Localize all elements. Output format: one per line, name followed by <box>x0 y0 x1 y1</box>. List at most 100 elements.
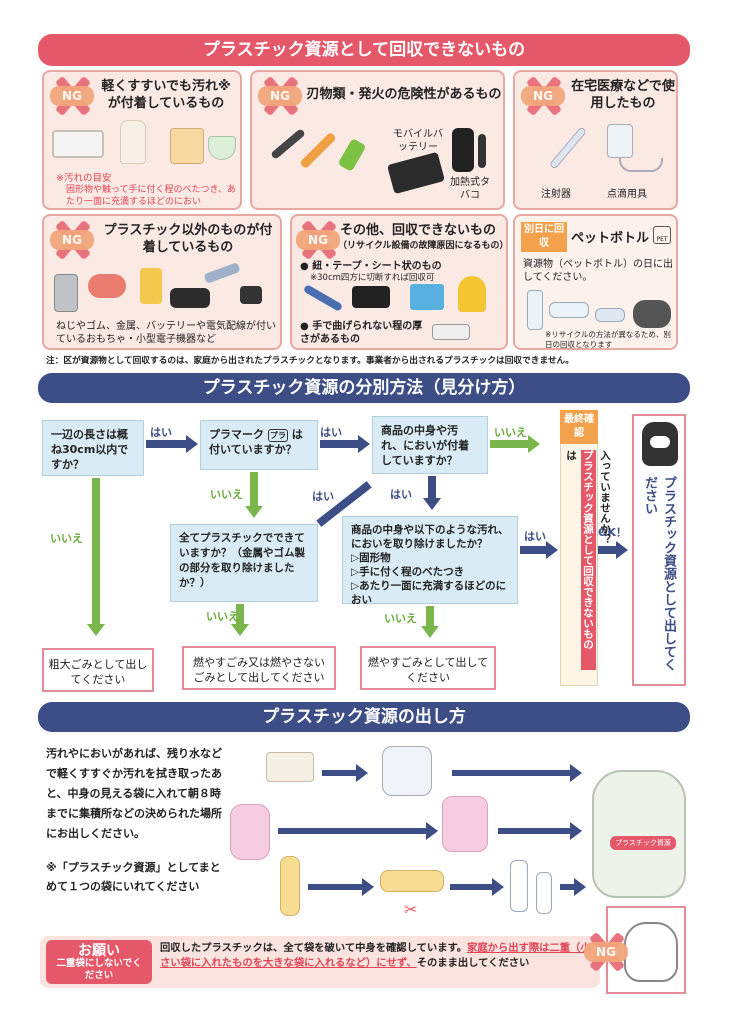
howto-note: ※「プラスチック資源」としてまとめて１つの袋にいれてください <box>46 861 221 893</box>
howto-arrow-3 <box>278 828 428 834</box>
cut-mayo-icon <box>380 870 444 892</box>
arrow-no-4 <box>490 440 530 448</box>
game-console-icon <box>170 288 210 308</box>
ng-mark: NG <box>296 219 340 261</box>
syringe-icon <box>548 126 588 170</box>
card-title: 刃物類・発火の危険性があるもの <box>306 87 502 102</box>
request-subtitle: 二重袋にしないでください <box>56 958 142 981</box>
arrow-no-1-head <box>87 624 105 636</box>
pet-mark-icon: PET <box>653 226 671 244</box>
charger-icon <box>240 286 262 304</box>
bowl-icon <box>208 136 236 160</box>
cutter-icon <box>299 131 337 170</box>
howto-arrow-6 <box>450 884 494 890</box>
mascot-face <box>650 436 670 448</box>
arrow-no-2-head <box>245 506 263 518</box>
card-title: 在宅医療などで使用したもの <box>571 79 675 111</box>
no-label-5: いいえ <box>384 612 417 625</box>
pla-mark-question: は付いていますか？ <box>209 428 303 456</box>
note-title: ※汚れの目安 <box>56 173 112 184</box>
question-pla-mark: プラマーク プラ は付いていますか？ <box>200 420 318 470</box>
arrow-no-4-head <box>528 435 540 453</box>
question-all-plastic: 全てプラスチックでできていますか？（金属やゴム製の部分を取り除けましたか？） <box>170 524 318 602</box>
rinsed-bottle-icon <box>536 872 552 914</box>
footnote: 注：区が資源物として回収するのは、家庭から出されたプラスチックとなります。事業者… <box>46 356 574 366</box>
sheet-icon <box>410 284 444 310</box>
no-label-2: いいえ <box>210 488 243 501</box>
request-text-c: そのまま出してください <box>416 957 530 969</box>
rinsed-bottle-icon <box>510 860 528 912</box>
request-text-a: 回収したプラスチックは、全て袋を破いて中身を確認しています。 <box>160 942 468 954</box>
howto-arrow-1-head <box>356 764 368 782</box>
card-title: その他、回収できないもの <box>340 223 497 238</box>
net-bag-icon <box>633 300 671 328</box>
howto-arrow-3-head <box>426 822 438 840</box>
request-title-box <box>46 940 152 984</box>
question-contents: 商品の中身や汚れ、においが付着していますか？ <box>372 416 488 474</box>
rope-icon <box>302 284 344 312</box>
ng-mark: NG <box>584 931 628 973</box>
syringe-label: 注射器 <box>541 189 571 200</box>
final-question: 入っていませんか？ <box>599 450 611 545</box>
howto-arrow-5-head <box>362 878 374 896</box>
howto-arrow-4-head <box>570 822 582 840</box>
no-label-1: いいえ <box>50 532 83 545</box>
card-dangerous: NG 刃物類・発火の危険性があるもの モバイルバッテリー 加熱式タバコ <box>250 70 505 210</box>
phone-icon <box>140 268 162 304</box>
no-label-3: いいえ <box>206 610 239 623</box>
arrow-yes-5 <box>520 546 548 554</box>
request-text-b: 家庭から出す際は二重（小さい袋に入れたものを大きな袋に入れるなど）にせず、 <box>160 942 591 969</box>
howto-banner: プラスチック資源の出し方 <box>38 702 690 732</box>
card-desc: ねじやゴム、金属、バッテリーや電気配線が付いているおもちゃ・小型電子機器など <box>56 321 276 345</box>
drip-label: 点滴用具 <box>607 189 647 200</box>
soap-bottle-icon <box>230 804 270 860</box>
arrow-no-3-head <box>231 624 249 636</box>
removed-item: ▷固形物 <box>351 552 391 564</box>
question-size: 一辺の長さは概ね30cm以内ですか？ <box>42 420 144 476</box>
card-title: ペットボトル <box>571 231 650 246</box>
heated-tobacco-label: 加熱式タバコ <box>450 177 490 201</box>
card-title: プラスチック以外のものが付着しているもの <box>103 223 273 255</box>
crushed-bottle-icon <box>549 302 589 318</box>
arrow-yes-4 <box>428 476 436 500</box>
scissors-icon: ✂ <box>404 900 418 919</box>
howto-arrow-2-head <box>570 764 582 782</box>
collection-bag-label: プラスチック資源 <box>610 836 676 850</box>
bottle-cap-icon <box>595 308 625 322</box>
double-bag-icon <box>624 922 678 982</box>
howto-arrow-7-head <box>574 878 586 896</box>
card-medical: NG 在宅医療などで使用したもの 注射器 点滴用具 <box>513 70 678 210</box>
arrow-no-5-head <box>421 626 439 638</box>
no-label-4: いいえ <box>494 426 527 439</box>
cup-noodle-icon <box>170 128 204 164</box>
battery-icon <box>387 151 445 195</box>
howto-arrow-6-head <box>492 878 504 896</box>
pet-bottle-icon <box>527 290 543 330</box>
arrow-ok-head <box>616 541 628 559</box>
mobile-battery-label: モバイルバッテリー <box>393 129 443 153</box>
arrow-yes-5-head <box>546 541 558 559</box>
arrow-no-3 <box>236 604 244 626</box>
ng-mark: NG <box>50 219 94 261</box>
final-particle: は <box>565 450 577 461</box>
arrow-yes-1 <box>146 440 188 448</box>
outcome-oversize: 粗大ごみとして出してください <box>42 648 154 692</box>
drip-bag-icon <box>607 124 633 158</box>
yes-label-3: はい <box>312 490 334 503</box>
removed-item: ▷あたり一面に充満するほどのにおい <box>351 580 507 606</box>
note-text: 固形物や触って手に付く程のべたつき、あたり一面に充満するほどのにおい <box>66 185 236 207</box>
arrow-yes-1-head <box>186 435 198 453</box>
howto-arrow-1 <box>322 770 358 776</box>
pet-note: ※リサイクルの方法が異なるため、別日の回収となります <box>545 330 671 349</box>
request-title: お願い <box>78 943 120 959</box>
removed-item: ▷手に付く程のべたつき <box>351 566 465 578</box>
yes-label-1: はい <box>150 426 172 439</box>
howto-arrow-7 <box>560 884 576 890</box>
bullet-thick: ● 手で曲げられない程の厚さがあるもの <box>300 321 423 345</box>
robot-toy-icon <box>54 274 78 312</box>
card-subtitle: （リサイクル設備の故障原因になるもの） <box>338 241 509 251</box>
raincoat-icon <box>458 276 486 312</box>
heated-tobacco-icon <box>452 128 474 172</box>
flashlight-icon <box>203 262 241 284</box>
result-text: プラスチック資源として出してください <box>642 476 676 671</box>
